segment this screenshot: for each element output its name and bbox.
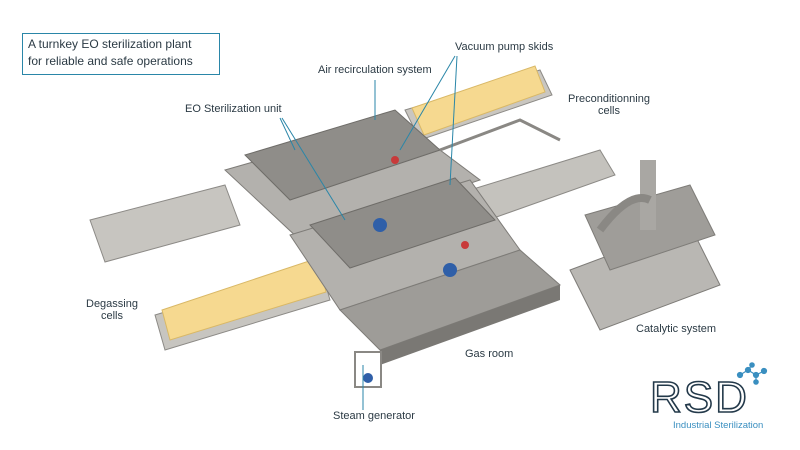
catalytic-system [569, 160, 721, 331]
leader-lines [279, 55, 458, 410]
label-steam-generator: Steam generator [333, 410, 415, 422]
preconditioning-cells [404, 65, 616, 221]
label-gas-room: Gas room [465, 348, 514, 360]
label-preconditioning: Preconditionning cells [568, 93, 650, 117]
label-preconditioning-line2: cells [597, 105, 620, 117]
label-catalytic-system: Catalytic system [636, 323, 717, 335]
label-degassing-line2: cells [100, 310, 123, 322]
eo-sterilization-building [224, 109, 561, 365]
label-air-recirculation: Air recirculation system [318, 64, 432, 76]
rsd-logo: RSD [650, 362, 768, 423]
molecule-icon [736, 362, 768, 385]
logo-subtitle: Industrial Sterilization [673, 420, 764, 431]
title-line-1: A turnkey EO sterilization plant [28, 37, 192, 51]
label-eo-sterilization-unit: EO Sterilization unit [185, 103, 282, 115]
svg-text:RSD: RSD [650, 373, 749, 422]
title-line-2: for reliable and safe operations [28, 54, 193, 68]
title-box: A turnkey EO sterilization plant for rel… [22, 33, 220, 75]
degassing-cells [89, 184, 331, 351]
label-vacuum-pump-skids: Vacuum pump skids [455, 41, 554, 53]
steam-generator [354, 351, 382, 388]
label-preconditioning-line1: Preconditionning [568, 93, 650, 105]
label-degassing-line1: Degassing [86, 298, 138, 310]
label-degassing: Degassing cells [86, 298, 138, 322]
